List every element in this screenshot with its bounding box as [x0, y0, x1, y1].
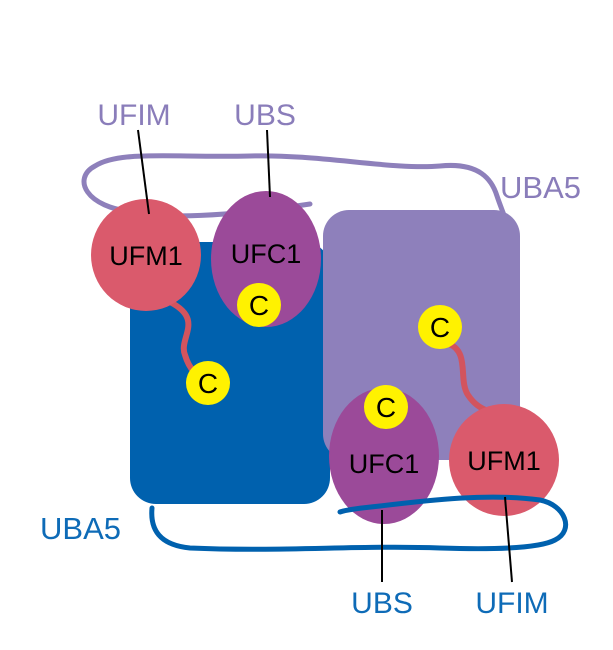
pointer-top-ufim [137, 129, 150, 215]
cys-ufc1-right [364, 385, 408, 429]
label-top-uba5: UBA5 [500, 170, 581, 205]
uba5-blue-loop [149, 494, 569, 552]
ufc1-right-label: UFC1 [349, 449, 420, 479]
label-top-ufim: UFIM [97, 99, 170, 132]
cys-ufc1-left-label: C [249, 290, 269, 321]
cys-uba5-left [186, 361, 230, 405]
cys-uba5-right [418, 305, 462, 349]
cys-ufc1-right-label: C [376, 392, 396, 423]
pointer-top-ubs [266, 129, 271, 198]
label-bottom-ufim: UFIM [475, 587, 548, 620]
ufm1-right-label: UFM1 [467, 446, 541, 476]
pointer-bottom-ufim [504, 496, 513, 583]
label-bottom-ubs: UBS [351, 587, 413, 620]
ufc1-right-shape [329, 388, 439, 524]
ufm1-left-shape [91, 199, 201, 311]
ufc1-left-shape [211, 191, 321, 327]
ufc1-left-label: UFC1 [231, 239, 302, 269]
label-top-ubs: UBS [234, 99, 296, 132]
cys-uba5-right-label: C [430, 312, 450, 343]
cys-uba5-left-label: C [198, 368, 218, 399]
cys-ufc1-left [237, 283, 281, 327]
label-bottom-uba5: UBA5 [40, 511, 121, 546]
ufm1-left-label: UFM1 [109, 241, 183, 271]
linker-right [446, 341, 493, 415]
ufm1-right-shape [449, 404, 559, 516]
